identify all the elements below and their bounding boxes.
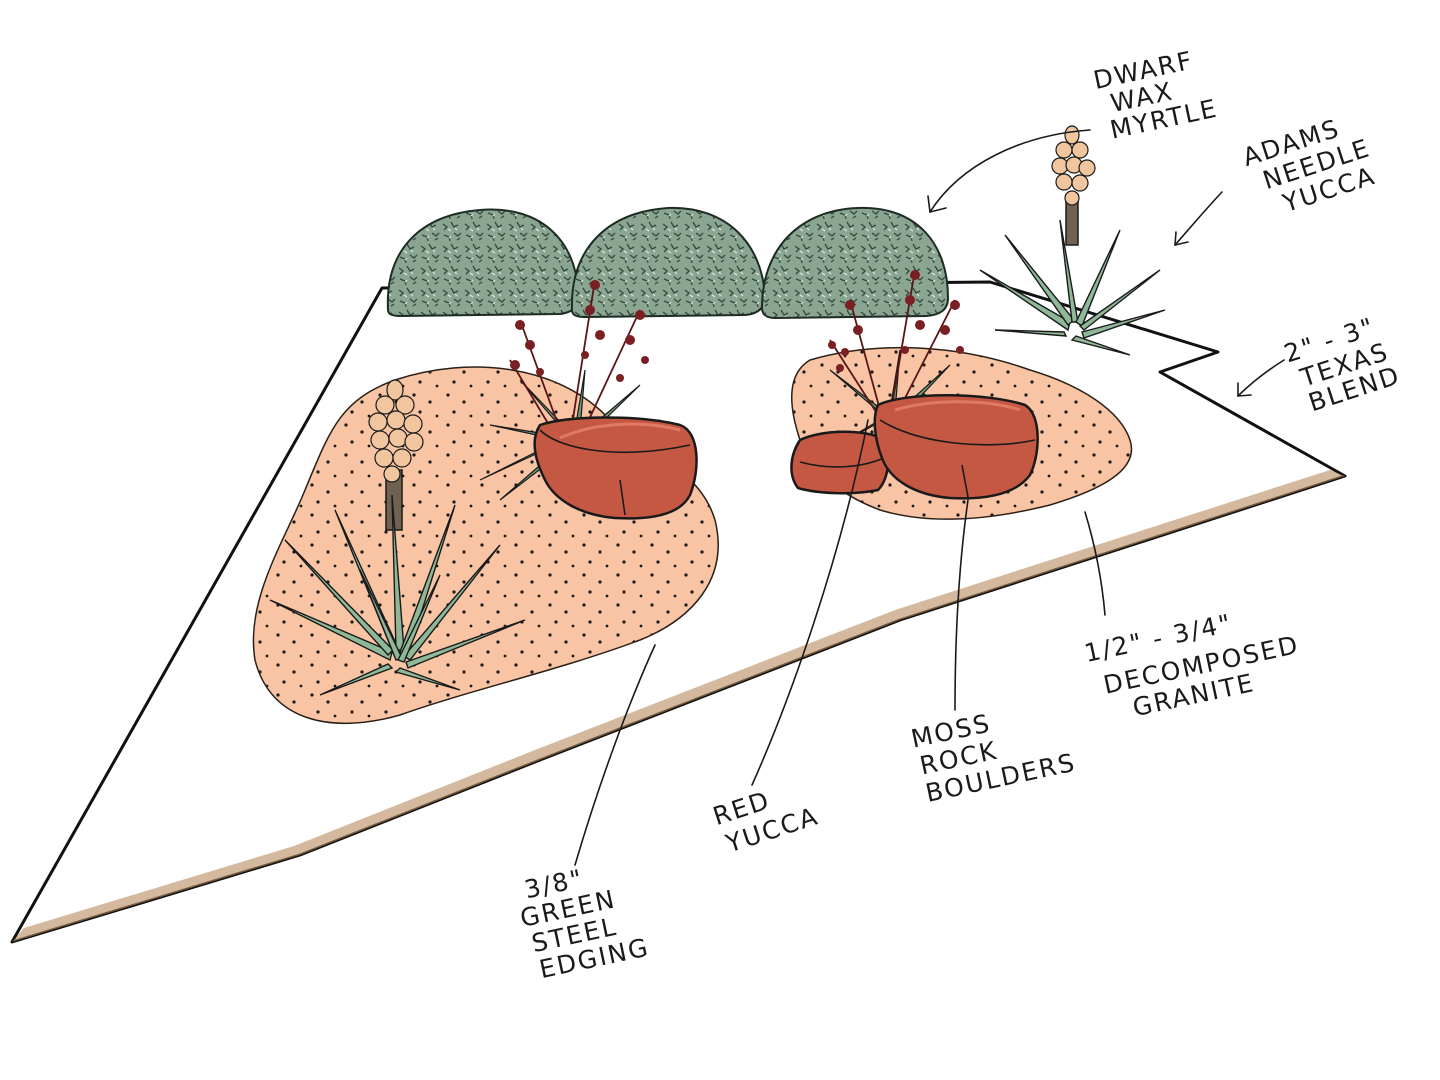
label-moss-rock-boulders: MOSS ROCK BOULDERS <box>908 708 1078 807</box>
bloom-icon <box>368 379 424 483</box>
yucca-icon <box>979 125 1166 356</box>
label-dwarf-wax-myrtle: DWARF WAX MYRTLE <box>1091 46 1221 145</box>
shrub-icon <box>570 206 767 319</box>
boulder-icon <box>873 394 1039 500</box>
label-steel-edging: 3/8" GREEN STEEL EDGING <box>518 864 653 984</box>
boulder-icon <box>790 430 890 495</box>
label-adams-needle-yucca: ADAMS NEEDLE YUCCA <box>1239 114 1379 219</box>
leader-dwarf-wax-myrtle <box>927 129 1091 213</box>
leader-decomposed-granite <box>1084 511 1106 616</box>
leader-moss-rock-boulders <box>954 499 969 711</box>
boulder-icon <box>533 416 698 520</box>
bloom-icon <box>1051 125 1096 206</box>
yucca-icon <box>269 379 526 696</box>
leader-texas-blend <box>1237 359 1285 397</box>
label-decomposed-granite: 1/2" - 3/4" DECOMPOSED GRANITE <box>1082 608 1302 722</box>
shrub-icon <box>760 206 950 320</box>
shrub-icon <box>386 208 580 318</box>
leader-steel-edging <box>574 644 656 866</box>
leader-adams-needle-yucca <box>1174 191 1223 246</box>
leader-red-yucca <box>751 419 869 786</box>
cobble-rim <box>12 470 1345 942</box>
label-texas-blend: 2" - 3" TEXAS BLEND <box>1281 312 1404 417</box>
label-red-yucca: RED YUCCA <box>709 785 822 858</box>
